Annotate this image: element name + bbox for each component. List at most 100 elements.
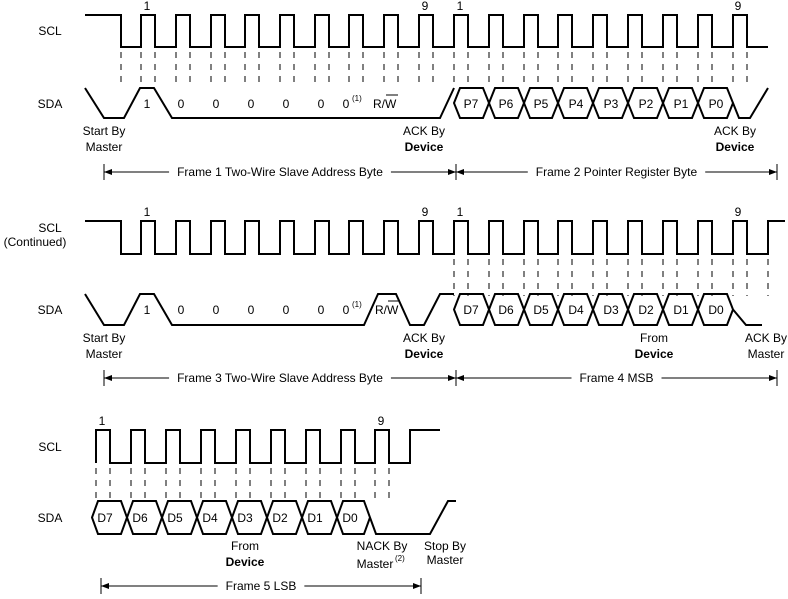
footnote-marker: (1) (352, 94, 362, 103)
ack-device-label: Device (405, 140, 444, 154)
stop-master-label: Master (427, 553, 464, 567)
sda-bit: 0 (178, 97, 185, 111)
from-label: From (640, 331, 668, 345)
sda-bit: 0 (283, 303, 290, 317)
frame3-label: Frame 3 Two-Wire Slave Address Byte (177, 371, 383, 385)
footnote-marker: (2) (395, 554, 405, 563)
data-bit: D6 (498, 303, 514, 317)
sda-bit: 0 (213, 303, 220, 317)
clock-mark-1: 1 (457, 0, 464, 13)
pointer-bit: P0 (709, 97, 724, 111)
arrow-right-head (769, 375, 777, 381)
scl-label: SCL (38, 221, 62, 235)
arrow-right-head (769, 169, 777, 175)
arrow-left-head (104, 375, 112, 381)
start-label: Start By (83, 331, 126, 345)
arrow-right-head (413, 583, 421, 589)
scl-label: SCL (38, 24, 62, 38)
frame5-label: Frame 5 LSB (226, 579, 297, 593)
data-bit: D4 (568, 303, 584, 317)
nack-label: NACK By (357, 539, 408, 553)
data-bit: D7 (463, 303, 479, 317)
start-label: Start By (83, 124, 126, 138)
data-bit: D0 (708, 303, 724, 317)
ack-master-label: Master (748, 347, 785, 361)
rw-bit: R/ (375, 303, 388, 317)
sda-bit: 0 (178, 303, 185, 317)
arrow-left-head (456, 375, 464, 381)
data-bit: D5 (533, 303, 549, 317)
data-bit: D2 (272, 511, 288, 525)
data-bit: D1 (673, 303, 689, 317)
ack-device-label: Device (405, 347, 444, 361)
ack-label: ACK By (714, 124, 756, 138)
data-bit: D0 (342, 511, 358, 525)
sda-label: SDA (38, 303, 63, 317)
scl-waveform-frame3-4 (85, 220, 785, 255)
pointer-bit: P6 (499, 97, 514, 111)
sda-bit: 0 (283, 97, 290, 111)
sda-bit: 0 (343, 303, 350, 317)
clock-mark-1: 1 (144, 0, 151, 13)
data-bit: D3 (237, 511, 253, 525)
data-bit: D3 (603, 303, 619, 317)
arrow-left-head (101, 583, 109, 589)
sda-bit: 0 (318, 303, 325, 317)
sda-label: SDA (38, 97, 63, 111)
pointer-bit: P1 (674, 97, 689, 111)
scl-waveform-frame1-2 (85, 14, 768, 48)
nack-master-label: Master (357, 557, 394, 571)
sda-bit: 0 (318, 97, 325, 111)
clock-mark-9: 9 (422, 205, 429, 219)
frame1-label: Frame 1 Two-Wire Slave Address Byte (177, 165, 383, 179)
clock-mark-9: 9 (735, 205, 742, 219)
arrow-left-head (104, 169, 112, 175)
pointer-bit: P4 (569, 97, 584, 111)
scl-continued-label: (Continued) (4, 235, 67, 249)
sda-bit: 0 (213, 97, 220, 111)
arrow-right-head (448, 375, 456, 381)
sda-bit: 0 (343, 97, 350, 111)
sda-waveform-ack2 (732, 308, 762, 326)
rw-bit-overline: W (385, 97, 397, 111)
ack-label: ACK By (403, 124, 445, 138)
sda-bit: 0 (248, 97, 255, 111)
scl-label: SCL (38, 440, 62, 454)
sda-waveform-stop (369, 500, 456, 535)
clock-mark-9: 9 (378, 414, 385, 428)
from-device-label: Device (635, 347, 674, 361)
ack-label: ACK By (403, 331, 445, 345)
scl-waveform-frame5 (95, 429, 440, 464)
from-label: From (231, 539, 259, 553)
clock-mark-9: 9 (735, 0, 742, 13)
data-bit: D1 (307, 511, 323, 525)
sda-label: SDA (38, 511, 63, 525)
stop-label: Stop By (424, 539, 466, 553)
arrow-left-head (456, 169, 464, 175)
clock-mark-1: 1 (144, 205, 151, 219)
sda-bit: 0 (248, 303, 255, 317)
sda-bit: 1 (144, 303, 151, 317)
arrow-right-head (448, 169, 456, 175)
sda-waveform-ack (732, 87, 769, 119)
start-master-label: Master (86, 140, 123, 154)
pointer-bit: P2 (639, 97, 654, 111)
rw-bit: R/ (373, 97, 386, 111)
data-bit: D6 (132, 511, 148, 525)
footnote-marker: (1) (352, 300, 362, 309)
frame2-label: Frame 2 Pointer Register Byte (536, 165, 698, 179)
start-master-label: Master (86, 347, 123, 361)
clock-mark-1: 1 (99, 414, 106, 428)
data-bit: D4 (202, 511, 218, 525)
ack-label: ACK By (745, 331, 787, 345)
rw-bit-overline: W (387, 303, 399, 317)
ack-device-label: Device (716, 140, 755, 154)
data-bit: D7 (97, 511, 113, 525)
from-device-label: Device (226, 555, 265, 569)
pointer-bit: P7 (464, 97, 479, 111)
sda-bit: 1 (144, 97, 151, 111)
pointer-bit: P3 (604, 97, 619, 111)
data-bit: D5 (167, 511, 183, 525)
pointer-bit: P5 (534, 97, 549, 111)
